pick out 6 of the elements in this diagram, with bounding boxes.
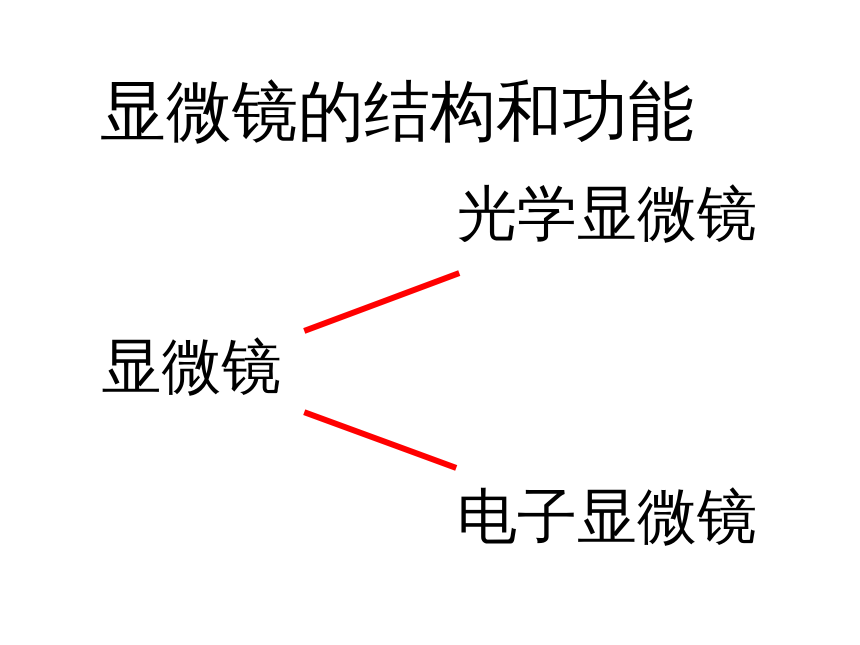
node-text: 显微镜 [102, 332, 282, 402]
diagram-title: 显微镜的结构和功能 [100, 72, 694, 150]
connector [303, 270, 460, 334]
connector [303, 409, 458, 471]
node-text: 光学显微镜 [457, 179, 757, 249]
node-text: 电子显微镜 [457, 482, 757, 552]
